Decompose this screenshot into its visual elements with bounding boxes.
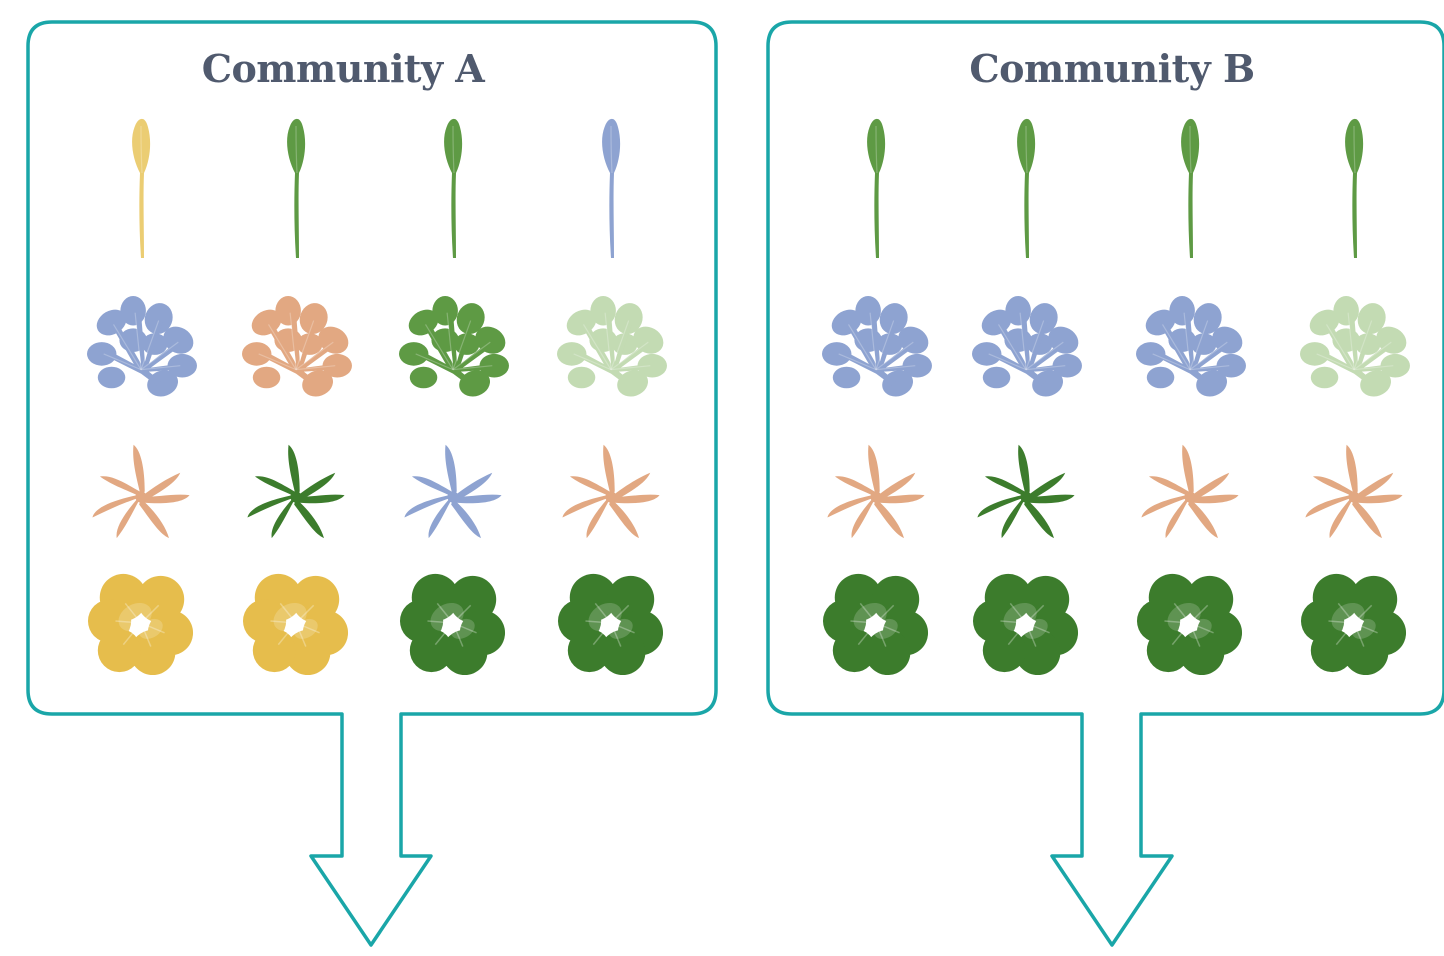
seedling-plant-icon: [131, 118, 151, 259]
seedling-plant-icon: [1344, 118, 1364, 259]
rosette-plant-icon: [86, 295, 199, 402]
clover-plant-icon: [972, 573, 1079, 676]
star-plant-icon: [404, 444, 502, 539]
plant-grid-a: [86, 118, 669, 676]
rosette-plant-icon: [1299, 295, 1412, 402]
seedling-plant-icon: [1016, 118, 1036, 259]
seedling-plant-icon: [866, 118, 886, 259]
seedling-plant-icon: [1180, 118, 1200, 259]
star-plant-icon: [1141, 444, 1239, 539]
seedling-plant-icon: [286, 118, 306, 259]
community-panel-b: Community B: [766, 20, 1444, 947]
star-plant-icon: [827, 444, 925, 539]
community-title: Community B: [969, 46, 1254, 91]
rosette-plant-icon: [398, 295, 511, 402]
panel-frame-a: [26, 20, 718, 947]
rosette-plant-icon: [241, 295, 354, 402]
rosette-plant-icon: [821, 295, 934, 402]
star-plant-icon: [92, 444, 190, 539]
clover-plant-icon: [557, 573, 664, 676]
community-panel-a: Community A: [26, 20, 718, 947]
star-plant-icon: [562, 444, 660, 539]
star-plant-icon: [977, 444, 1075, 539]
plant-grid-b: [821, 118, 1412, 676]
clover-plant-icon: [87, 573, 194, 676]
rosette-plant-icon: [971, 295, 1084, 402]
seedling-plant-icon: [443, 118, 463, 259]
star-plant-icon: [247, 444, 345, 539]
clover-plant-icon: [399, 573, 506, 676]
clover-plant-icon: [242, 573, 349, 676]
seedling-plant-icon: [601, 118, 621, 259]
panel-frame-b: [766, 20, 1444, 947]
rosette-plant-icon: [1135, 295, 1248, 402]
star-plant-icon: [1305, 444, 1403, 539]
rosette-plant-icon: [556, 295, 669, 402]
community-title: Community A: [202, 46, 486, 91]
clover-plant-icon: [1300, 573, 1407, 676]
clover-plant-icon: [822, 573, 929, 676]
clover-plant-icon: [1136, 573, 1243, 676]
